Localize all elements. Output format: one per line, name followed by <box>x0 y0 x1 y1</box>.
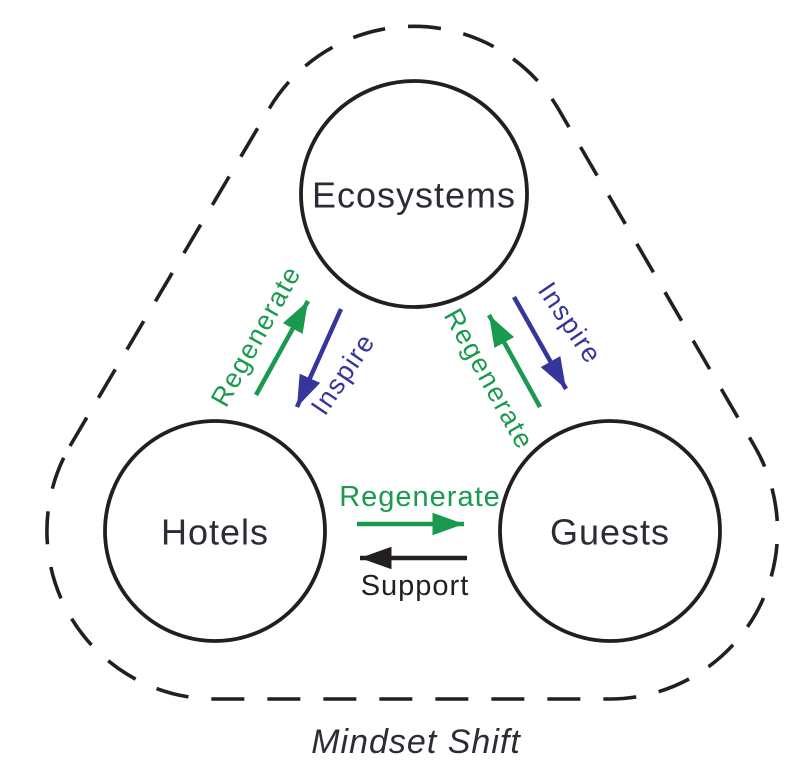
node-label-guests: Guests <box>550 512 670 553</box>
arrow-inspire-ecosystems-to-guests <box>512 295 568 391</box>
arrow-inspire-ecosystems-to-hotels <box>294 308 344 408</box>
node-circle-guests <box>498 419 722 643</box>
node-circle-hotels <box>103 419 327 643</box>
arrow-regenerate-guests-to-ecosystems <box>487 313 542 409</box>
diagram-title: Mindset Shift <box>311 723 521 761</box>
edge-label-inspire-left: Inspire <box>305 328 381 421</box>
edge-label-inspire-right: Inspire <box>532 277 608 370</box>
node-label-hotels: Hotels <box>161 512 269 553</box>
dashed-boundary <box>45 24 780 701</box>
arrow-regenerate-hotels-to-ecosystems <box>254 299 310 397</box>
node-circle-ecosystems <box>299 79 529 309</box>
edge-label-regenerate-bottom: Regenerate <box>339 481 501 513</box>
node-label-ecosystems: Ecosystems <box>312 175 516 216</box>
edge-label-support-bottom: Support <box>361 570 470 602</box>
edge-label-regenerate-left: Regenerate <box>205 260 307 411</box>
